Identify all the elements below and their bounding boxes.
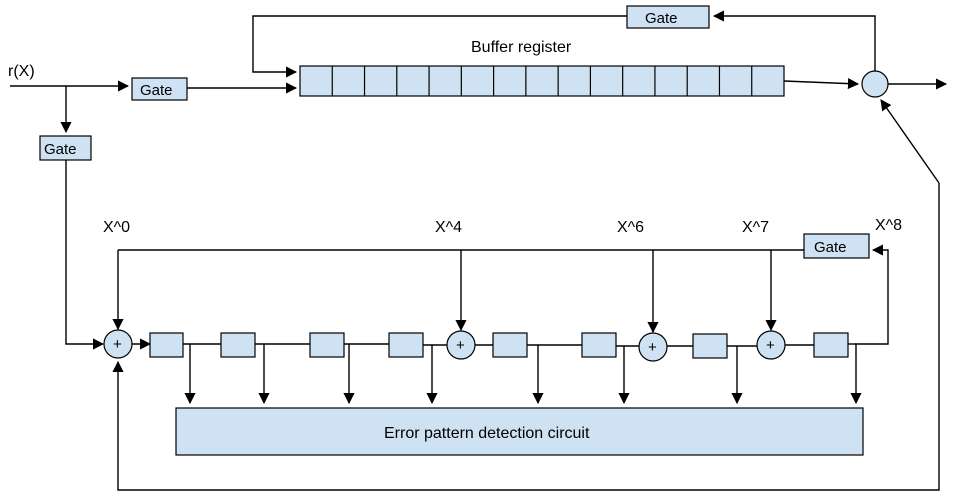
adder-x4-symbol: + [456,337,465,354]
syndrome-feedback-gate [803,233,870,259]
error-pattern-detection-circuit [175,407,864,456]
feedback-gate [626,5,710,29]
tap-label-x8: X^8 [875,217,902,234]
input-gate-label: Gate [140,82,173,99]
syndrome-cell-6 [581,332,617,358]
feedback-gate-label: Gate [645,10,678,27]
syndrome-input-gate [39,135,92,161]
tap-label-x6: X^6 [617,219,644,236]
syndrome-cell-8 [813,332,849,358]
correction-feedback-wire [112,183,940,491]
tap-label-x0: X^0 [103,219,130,236]
buffer-register-label: Buffer register [471,39,572,56]
input-gate [131,77,188,101]
syndrome-feedback-gate-label: Gate [814,239,847,256]
buffer-register [299,65,785,97]
input-label: r(X) [8,63,35,80]
tap-label-x4: X^4 [435,219,462,236]
adder-x6 [638,332,668,362]
syndrome-cell-3 [309,332,345,358]
feedback-top-wire-left [252,15,627,78]
output-sum-node [861,70,889,98]
feedback-top-wire-right [712,10,876,71]
syndrome-input-gate-label: Gate [44,141,77,158]
syndrome-cell-4 [388,332,424,358]
adder-x6-symbol: + [648,339,657,356]
gate-to-first-adder-wire [65,160,105,350]
adder-x0-symbol: + [113,336,122,353]
buffer-cells [331,66,753,96]
syndrome-cell-5 [492,332,528,358]
buffer-to-sum-wire [783,77,860,90]
syndrome-cell-1 [149,332,184,358]
syndrome-cell-2 [220,332,256,358]
correction-to-output-sum-wire [880,99,940,184]
error-circuit-label: Error pattern detection circuit [384,425,590,442]
adder-x7-symbol: + [766,337,775,354]
x8-feedback-wire [855,244,889,345]
syndrome-cell-7 [692,333,728,359]
tap-label-x7: X^7 [742,219,769,236]
